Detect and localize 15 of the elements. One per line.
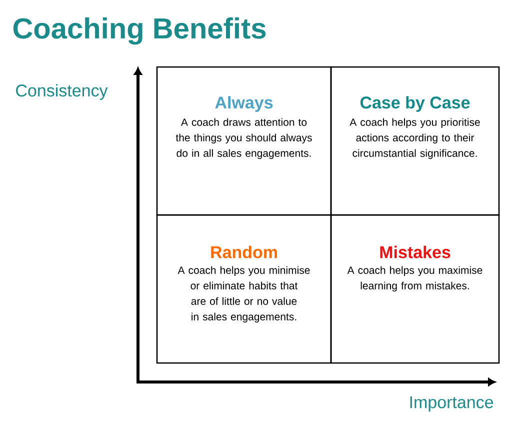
- quadrant-box: [330, 66, 500, 216]
- quadrant-box: [156, 66, 332, 216]
- quadrant-text: A coach draws attention to the things you should always do in all sales engagements.: [176, 118, 312, 159]
- quadrant-heading: Always: [215, 96, 273, 112]
- quadrant-text: A coach helps you minimise or eliminate habits that are of little or no value in sales engagements.: [178, 266, 310, 322]
- title: Coaching Benefits: [13, 17, 266, 45]
- quadrant-heading: Random: [211, 246, 277, 258]
- quadrant-box: [330, 214, 500, 364]
- quadrant-box: [156, 214, 332, 364]
- quadrant-text: A coach helps you maximise learning from mistakes.: [347, 266, 482, 292]
- quadrant-heading: Case by Case: [360, 96, 470, 112]
- axis-label: Consistency: [16, 84, 108, 100]
- axis-label: Importance: [410, 396, 494, 412]
- quadrant-text: A coach helps you prioritise actions according to their circumstantial significance.: [350, 118, 480, 159]
- quadrant-heading: Mistakes: [380, 246, 450, 258]
